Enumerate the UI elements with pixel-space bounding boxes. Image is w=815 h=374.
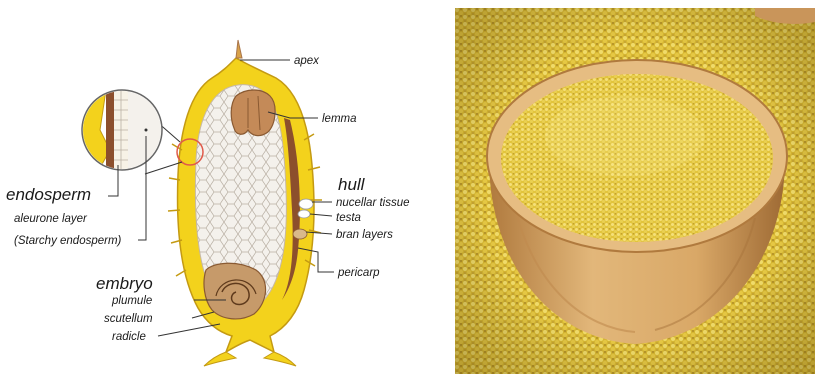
magnified-inset: [82, 90, 168, 180]
label-bran-layers: bran layers: [336, 229, 393, 241]
millet-bowl-photo: [455, 8, 815, 374]
label-endosperm: endosperm: [6, 185, 91, 204]
label-plumule: plumule: [111, 295, 152, 307]
millet-grain-diagram: apex lemma hull nucellar tissue testa br…: [0, 0, 445, 374]
label-apex: apex: [294, 55, 320, 67]
label-starchy-endosperm: (Starchy endosperm): [14, 235, 122, 247]
label-lemma: lemma: [322, 113, 357, 125]
label-aleurone-layer: aleurone layer: [14, 213, 88, 225]
label-radicle: radicle: [112, 331, 146, 343]
label-testa: testa: [336, 212, 361, 224]
embryo-shape: [204, 263, 266, 319]
label-scutellum: scutellum: [104, 313, 153, 325]
lemma-shape: [231, 90, 275, 136]
label-pericarp: pericarp: [337, 267, 380, 279]
label-hull: hull: [338, 175, 366, 194]
label-nucellar-tissue: nucellar tissue: [336, 197, 410, 209]
label-embryo: embryo: [96, 274, 153, 293]
